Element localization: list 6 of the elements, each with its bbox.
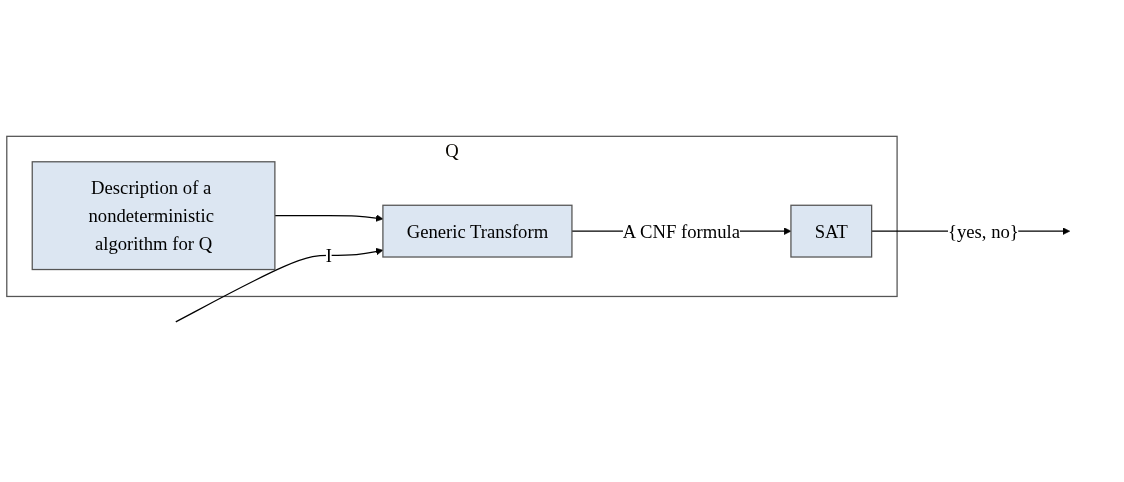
node-box: Generic Transform bbox=[382, 204, 573, 258]
node-box: Description of a nondeterministic algorithm for Q bbox=[31, 161, 276, 271]
edge-label: {yes, no} bbox=[948, 220, 1019, 242]
edge-label: A CNF formula bbox=[622, 220, 741, 242]
edge-label: I bbox=[325, 244, 332, 266]
node-box: SAT bbox=[790, 204, 873, 258]
